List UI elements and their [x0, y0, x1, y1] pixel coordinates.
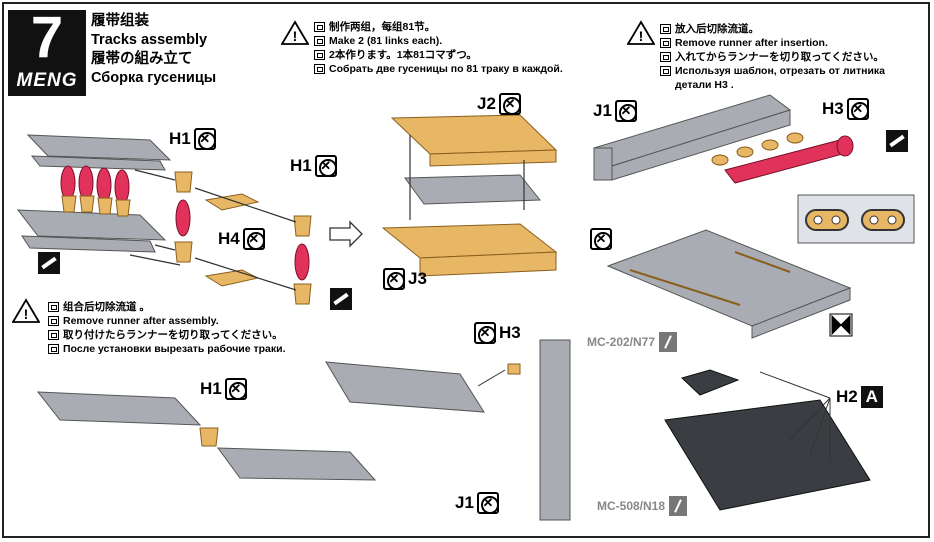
cut-runner-icon: [242, 228, 265, 250]
svg-text:!: !: [639, 28, 644, 44]
bowtie-icon: [829, 313, 853, 337]
detail-parts: [805, 209, 905, 231]
tan-h3-clip: [507, 363, 521, 375]
label-j1-bottom: J1: [455, 492, 499, 514]
lang-zh-icon: [48, 302, 59, 312]
cut-runner-icon: [474, 322, 496, 344]
label-cut-right: [590, 228, 612, 250]
label-h1-upper: H1: [169, 128, 216, 150]
gray-runner-top-right: [593, 94, 792, 181]
label-j3: J3: [383, 268, 427, 290]
lang-ru-icon: [314, 64, 325, 74]
arrow-h3: [477, 369, 506, 387]
gray-runner-vertical: [539, 339, 571, 521]
label-h3-top: H3: [822, 98, 869, 120]
label-h4: H4: [218, 228, 265, 250]
tan-jig-top: [390, 114, 558, 167]
label-j1-top: J1: [593, 100, 637, 122]
paint-ref-bottom: MC-508/N18: [597, 496, 688, 516]
cut-runner-icon: [614, 100, 637, 122]
glue-icon: [330, 288, 352, 310]
cut-runner-icon: [476, 492, 499, 514]
paint-ref-top: MC-202/N77: [587, 332, 678, 352]
step-number: 7: [30, 5, 64, 70]
lang-zh-icon: [660, 24, 671, 34]
color-code-badge: A: [860, 386, 883, 408]
tan-links-row: [629, 251, 791, 306]
track-strip-bottom-left: [36, 391, 377, 481]
track-strip-upper-left: [26, 134, 172, 171]
step-badge: 7 MENG: [8, 6, 86, 96]
step-arrow: [329, 220, 363, 248]
step-title: 履带组装 Tracks assembly 履帯の組み立て Сборка гусе…: [91, 12, 216, 88]
gray-jig-right: [606, 229, 852, 339]
lang-ja-icon: [48, 330, 59, 340]
glue-icon: [886, 130, 908, 152]
warning-icon: !: [281, 20, 309, 45]
tan-h3-clips: [711, 132, 804, 166]
cut-runner-icon: [846, 98, 869, 120]
assembly-arrows: [129, 169, 297, 291]
tan-h1-connector: [199, 427, 219, 447]
title-ja: 履帯の組み立て: [91, 51, 193, 67]
paint-brush-icon: [669, 496, 688, 516]
lang-ru-icon: [660, 66, 671, 76]
svg-text:!: !: [293, 28, 298, 44]
gray-track-mid: [404, 174, 542, 205]
label-h3-bottom: H3: [474, 322, 521, 344]
lang-en-icon: [48, 316, 59, 326]
jig-arrows: [409, 135, 525, 220]
paint-brush-icon: [659, 332, 678, 352]
label-h1-bottom: H1: [200, 378, 247, 400]
svg-text:!: !: [24, 306, 29, 322]
red-connectors: [60, 165, 310, 281]
lang-ru-icon: [48, 344, 59, 354]
dark-track-block: [664, 369, 871, 511]
cut-runner-icon: [383, 268, 405, 290]
cut-runner-icon: [193, 128, 216, 150]
lang-zh-icon: [314, 22, 325, 32]
lang-ja-icon: [314, 50, 325, 60]
note-insertion: 放入后切除流道。 Remove runner after insertion. …: [660, 22, 915, 92]
red-parts-h3: [724, 135, 854, 184]
note-assembly: 组合后切除流道 。 Remove runner after assembly. …: [48, 300, 286, 356]
title-en: Tracks assembly: [91, 32, 208, 48]
cut-runner-icon: [314, 155, 337, 177]
lang-ja-icon: [660, 52, 671, 62]
cut-runner-icon: [590, 228, 612, 250]
title-zh: 履带组装: [91, 13, 149, 29]
lang-en-icon: [314, 36, 325, 46]
lang-en-icon: [660, 38, 671, 48]
warning-icon: !: [12, 298, 40, 323]
glue-icon: [38, 252, 60, 274]
label-j2: J2: [477, 93, 521, 115]
track-strip-bottom-mid: [325, 361, 485, 413]
cut-runner-icon: [224, 378, 247, 400]
label-h1-right: H1: [290, 155, 337, 177]
h2-leader-lines: [759, 371, 831, 460]
tan-jig-bottom: [381, 223, 558, 277]
title-ru: Сборка гусеницы: [91, 70, 217, 86]
cut-runner-icon: [498, 93, 521, 115]
track-strip-lower-left: [16, 209, 167, 253]
note-make-two: 制作两组，每组81节。 Make 2 (81 links each). 2本作り…: [314, 20, 563, 76]
warning-icon: !: [627, 20, 655, 45]
brand-logo: MENG: [16, 70, 78, 91]
